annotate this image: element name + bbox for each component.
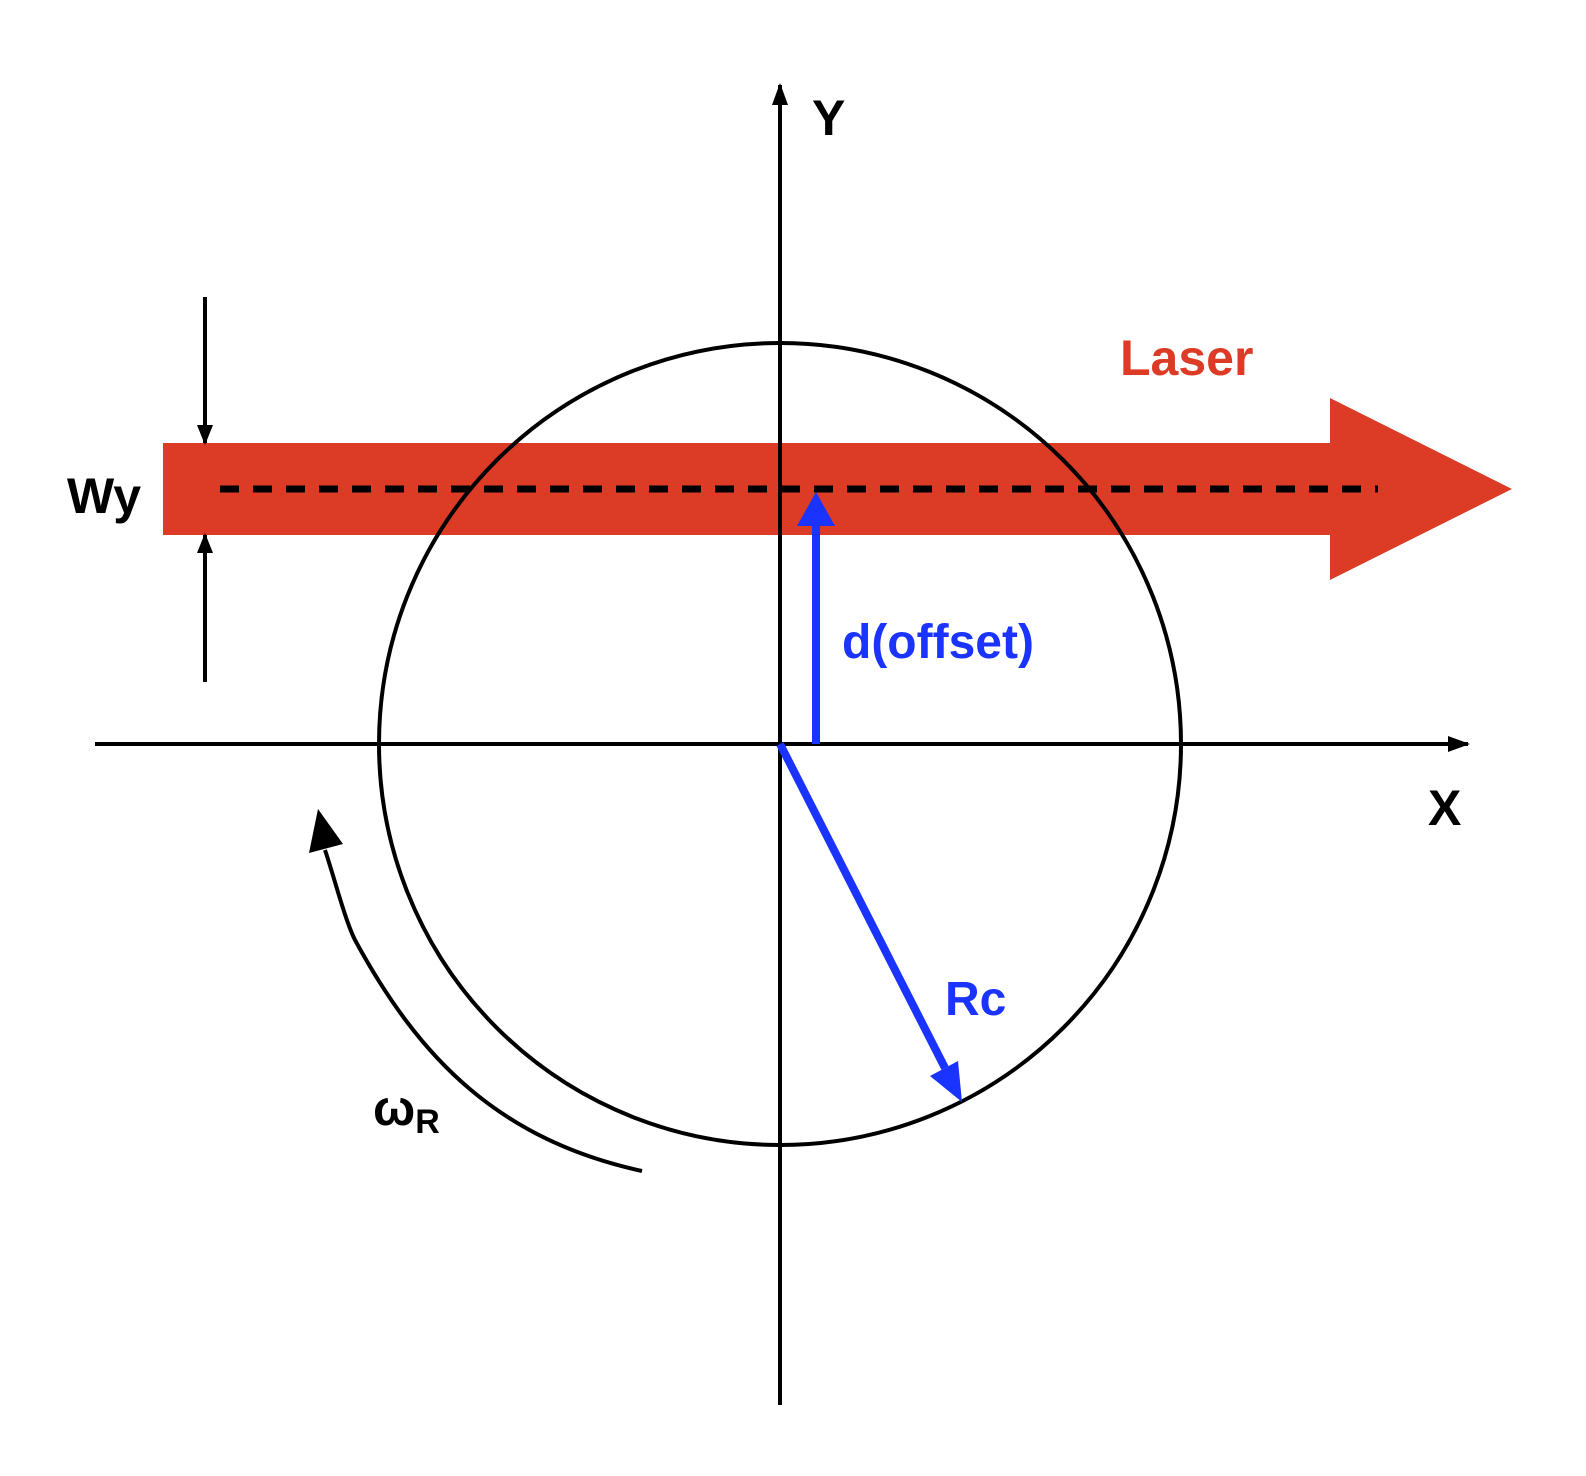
offset-label: d(offset) bbox=[842, 616, 1034, 669]
radius-vector-shaft bbox=[776, 742, 949, 1070]
x-axis-label: X bbox=[1428, 780, 1461, 836]
beam-width-label: Wy bbox=[67, 468, 141, 524]
rotation-arc-arrowhead bbox=[309, 809, 343, 853]
radius-vector-head bbox=[930, 1061, 962, 1102]
laser-beam-arrow bbox=[163, 398, 1512, 580]
rotation-symbol: ω bbox=[373, 1080, 415, 1136]
radius-label: Rc bbox=[945, 973, 1006, 1026]
offset-vector-head bbox=[797, 492, 835, 526]
rotation-arc bbox=[298, 840, 642, 1171]
rotation-subscript: R bbox=[415, 1103, 440, 1141]
laser-label: Laser bbox=[1120, 330, 1253, 386]
rotation-arc-curve bbox=[323, 849, 643, 1173]
y-axis-label: Y bbox=[812, 90, 845, 146]
rotation-label: ωR bbox=[373, 1080, 440, 1141]
